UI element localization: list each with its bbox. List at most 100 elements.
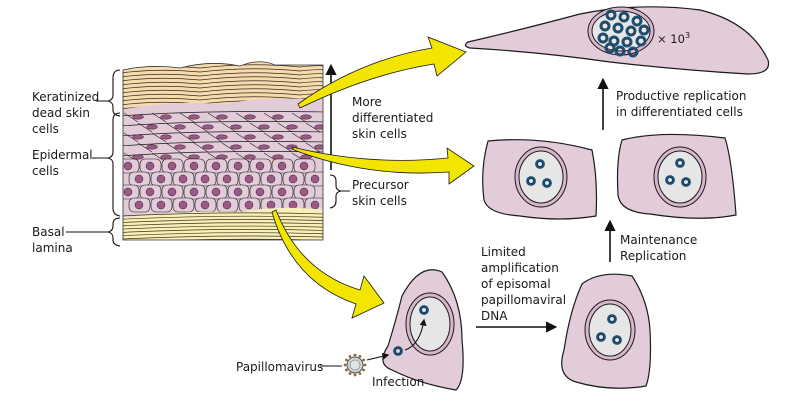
skin-cell-nucleus [222, 200, 232, 210]
episome-dna-icon [612, 335, 622, 345]
skin-cell-nucleus [160, 114, 172, 120]
precursor-bracket [329, 174, 350, 209]
productive-label-line2: in differentiated cells [616, 105, 743, 119]
keratinized-bracket [96, 69, 121, 117]
cell-boundary [277, 142, 293, 153]
amplified-basal-cell [561, 273, 652, 389]
basal-fiber [123, 212, 323, 217]
capsid-spike [363, 363, 367, 367]
skin-cell-nucleus [233, 187, 243, 197]
skin-cell-nucleus [244, 174, 254, 184]
skin-cell-nucleus [134, 174, 144, 184]
skin-cell-nucleus [300, 134, 312, 140]
basal-fiber [123, 232, 323, 237]
skin-cell-nucleus [258, 124, 270, 130]
episome-dna-icon [596, 332, 606, 342]
papillomavirus-particle-icon [343, 353, 367, 377]
cell-boundary [123, 112, 139, 123]
skin-cell-nucleus [178, 200, 188, 210]
keratin-fiber [123, 88, 323, 94]
skin-cell-nucleus [314, 124, 323, 130]
cell-boundary [305, 142, 321, 153]
skin-cell-nucleus [189, 187, 199, 197]
basal-fiber [123, 215, 323, 220]
limited-label-line2: amplification [481, 261, 559, 275]
episome-dna-icon [535, 159, 545, 169]
skin-cell-nucleus [189, 161, 199, 171]
cell-boundary [123, 111, 323, 117]
skin-cell-nucleus [188, 134, 200, 140]
cell-boundary [277, 122, 293, 133]
cell-boundary [305, 122, 321, 133]
skin-outline [122, 61, 324, 241]
episome-dna-icon [597, 32, 609, 44]
skin-cell-nucleus [277, 187, 287, 197]
epidermal-label-line2: cells [32, 164, 59, 178]
skin-cell-nucleus [174, 124, 186, 130]
keratin-fiber [123, 80, 323, 86]
cell-boundary [291, 132, 307, 143]
skin-cell-nucleus [202, 124, 214, 130]
episome-dna-icon [599, 20, 611, 32]
episome-dna-icon [542, 178, 552, 188]
upper-left-infected-cell [482, 139, 598, 220]
cell-boundary [179, 112, 195, 123]
cell-boundary [151, 132, 167, 143]
skin-cell-nucleus [244, 114, 256, 120]
cell-boundary [235, 132, 251, 143]
limited-label-line3: of episomal [481, 277, 551, 291]
skin-cell-nucleus [188, 154, 200, 160]
skin-cell-nucleus [288, 200, 298, 210]
skin-cell-nucleus [272, 114, 284, 120]
skin-cell-nucleus [310, 174, 320, 184]
copy-number-label: × 103 [657, 31, 690, 46]
precursor-label-line2: skin cells [352, 194, 407, 208]
skin-cell-nucleus [123, 161, 133, 171]
precursor-label-line1: Precursor [352, 178, 409, 192]
cell-boundary [193, 142, 209, 153]
cell-boundary [207, 132, 223, 143]
skin-cell-nucleus [216, 154, 228, 160]
limited-label-line1: Limited [481, 245, 526, 259]
limited-label-line5: DNA [481, 309, 508, 323]
skin-cell-nucleus [230, 144, 242, 150]
basal-label-line1: Basal [32, 225, 65, 239]
episome-dna-icon [612, 22, 624, 34]
cell-boundary [249, 122, 265, 133]
episome-dna-icon [605, 9, 617, 21]
basal-fiber [123, 222, 323, 227]
episome-dna-icon [635, 35, 647, 47]
keratin-fiber [123, 72, 323, 78]
skin-cell-nucleus [160, 134, 172, 140]
skin-cell-nucleus [145, 161, 155, 171]
skin-cell-nucleus [188, 114, 200, 120]
limited-label-line4: papillomaviral [481, 293, 566, 307]
cell-boundary [221, 122, 237, 133]
capsid-spike [353, 353, 357, 357]
cell-boundary [123, 132, 139, 143]
episome-dna-icon [604, 42, 616, 54]
skin-cell-nucleus [272, 154, 284, 160]
basal-fiber [123, 225, 323, 230]
episome-dna-icon [638, 24, 650, 36]
episome-dna-icon [526, 176, 536, 186]
episome-dna-icon [631, 15, 643, 27]
more-differentiated-line2: differentiated [352, 111, 433, 125]
cell-boundary [165, 122, 181, 133]
cell-boundary [263, 112, 279, 123]
skin-cell-nucleus [255, 161, 265, 171]
newly-infected-basal-cell [382, 269, 464, 391]
skin-cell-nucleus [277, 161, 287, 171]
keratin-fiber [123, 92, 323, 98]
capsid-spike [353, 373, 357, 377]
skin-cell-nucleus [134, 200, 144, 210]
keratinized-label-line1: Keratinized [32, 90, 99, 104]
epidermal-bracket [92, 112, 121, 217]
skin-cell-nucleus [300, 114, 312, 120]
episome-dna-icon [627, 46, 639, 58]
episome-dna-icon [607, 314, 617, 324]
skin-cell-nucleus [123, 187, 133, 197]
maintenance-label-line1: Maintenance [620, 233, 697, 247]
cell-boundary [151, 112, 167, 123]
